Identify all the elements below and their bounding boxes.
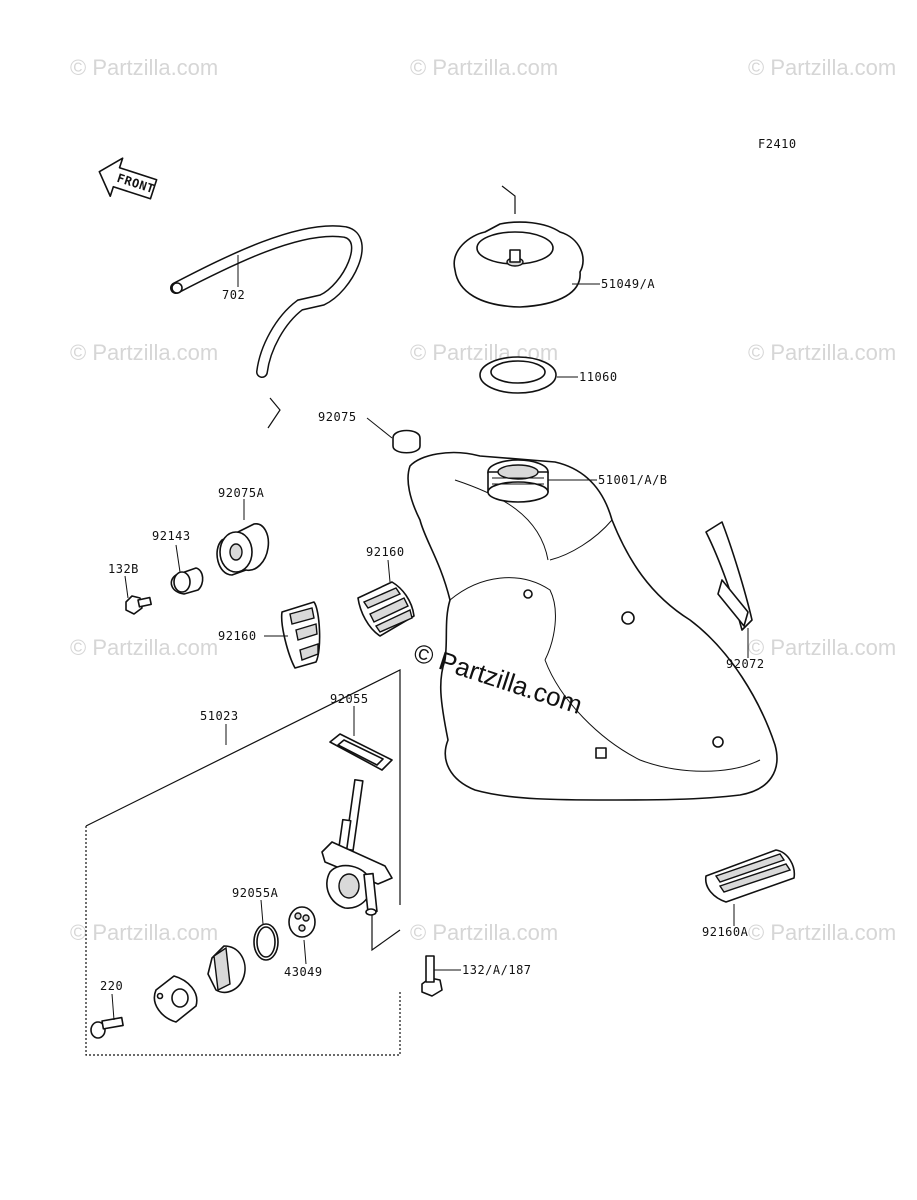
watermark: © Partzilla.com xyxy=(70,55,218,80)
label-packing: 43049 xyxy=(284,965,323,979)
cushion-bottom: 92160A xyxy=(702,849,796,939)
label-gasket: 11060 xyxy=(579,370,618,384)
cap-gasket: 11060 xyxy=(479,356,618,394)
label-damper: 92075A xyxy=(218,486,265,500)
label-cushion-bottom: 92160A xyxy=(702,925,749,939)
watermark: © Partzilla.com xyxy=(748,340,896,365)
label-hose: 702 xyxy=(222,288,245,302)
label-screw: 220 xyxy=(100,979,123,993)
cushion-left: 92160 xyxy=(218,601,321,669)
label-bolt-132: 132/A/187 xyxy=(462,963,532,977)
label-cock-assy: 51023 xyxy=(200,709,239,723)
watermark: © Partzilla.com xyxy=(70,635,218,660)
fuel-cock-assy: 51023 xyxy=(85,669,401,1056)
front-arrow-icon: FRONT xyxy=(98,157,158,200)
label-oring: 92055A xyxy=(232,886,279,900)
label-cushion-center: 92160 xyxy=(366,545,405,559)
watermark: © Partzilla.com xyxy=(70,920,218,945)
diagram-code: F2410 xyxy=(758,137,797,151)
bolt-132: 132/A/187 xyxy=(421,955,532,997)
watermark: © Partzilla.com xyxy=(410,55,558,80)
watermark: © Partzilla.com xyxy=(748,635,896,660)
cock-gasket: 92055 xyxy=(329,692,393,771)
o-ring: 92055A xyxy=(232,886,279,961)
watermark: © Partzilla.com xyxy=(410,920,558,945)
label-cap: 51049/A xyxy=(601,277,655,291)
label-cock-gasket: 92055 xyxy=(330,692,369,706)
label-bolt-132b: 132B xyxy=(108,562,139,576)
screw-220: 220 xyxy=(90,979,124,1039)
fuel-tank: 51001/A/B © Partzilla.com xyxy=(407,451,778,801)
packing: 43049 xyxy=(284,906,323,979)
bolt-132b: 132B xyxy=(108,562,152,615)
damper: 92075A xyxy=(216,486,270,576)
cushion-center: 92160 xyxy=(357,545,415,637)
cock-lever xyxy=(207,945,246,994)
collar: 92143 xyxy=(152,529,204,595)
fuel-cap: 51049/A xyxy=(453,185,655,308)
watermark: © Partzilla.com xyxy=(70,340,218,365)
label-collar: 92143 xyxy=(152,529,191,543)
label-cushion-left: 92160 xyxy=(218,629,257,643)
watermark-layer: © Partzilla.com © Partzilla.com © Partzi… xyxy=(70,55,896,945)
cock-plate xyxy=(153,975,198,1023)
fuel-cock xyxy=(321,778,393,916)
tank-band: 92072 xyxy=(705,521,765,671)
watermark: © Partzilla.com xyxy=(748,920,896,945)
label-tank: 51001/A/B xyxy=(598,473,668,487)
fuel-hose: 702 xyxy=(170,225,363,429)
label-band: 92072 xyxy=(726,657,765,671)
plug: 92075 xyxy=(318,410,421,454)
watermark: © Partzilla.com xyxy=(748,55,896,80)
label-plug: 92075 xyxy=(318,410,357,424)
